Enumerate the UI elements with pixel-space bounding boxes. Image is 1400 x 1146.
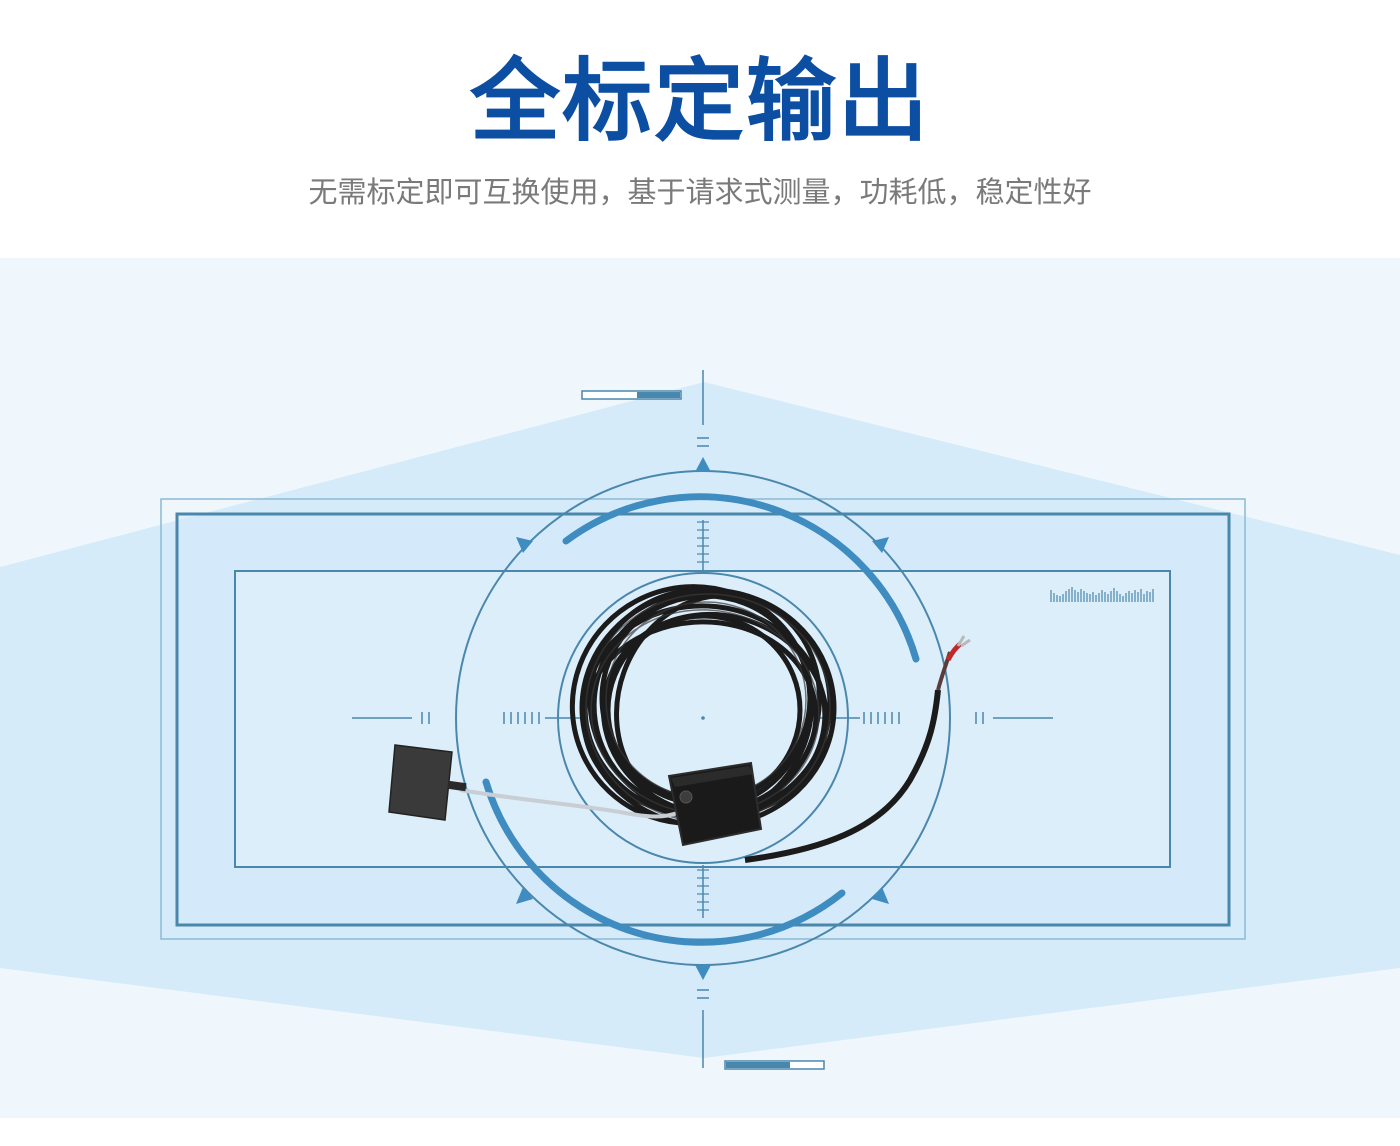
center-dot [701,716,705,720]
sensor-box [667,761,763,847]
tick-ladder-top [697,521,709,563]
fork-terminal [956,635,971,648]
horizontal-crosshair [352,712,1053,724]
inner-ring [557,572,849,864]
tick-ladder-bottom [697,869,709,911]
accent-arc-bottom [482,778,846,946]
ring-triangle-markers [516,457,889,980]
page-title: 全标定输出 [470,49,930,154]
sensor-plate [388,744,467,821]
waveform-graphic [1050,587,1154,602]
page-subtitle: 无需标定即可互换使用，基于请求式测量，功耗低，稳定性好 [308,175,1092,209]
silver-wire [459,788,681,819]
bottom-progress-bar [724,1060,825,1070]
accent-arc-top [562,493,920,663]
top-progress-bar [581,390,682,400]
cable-tail [744,689,941,863]
